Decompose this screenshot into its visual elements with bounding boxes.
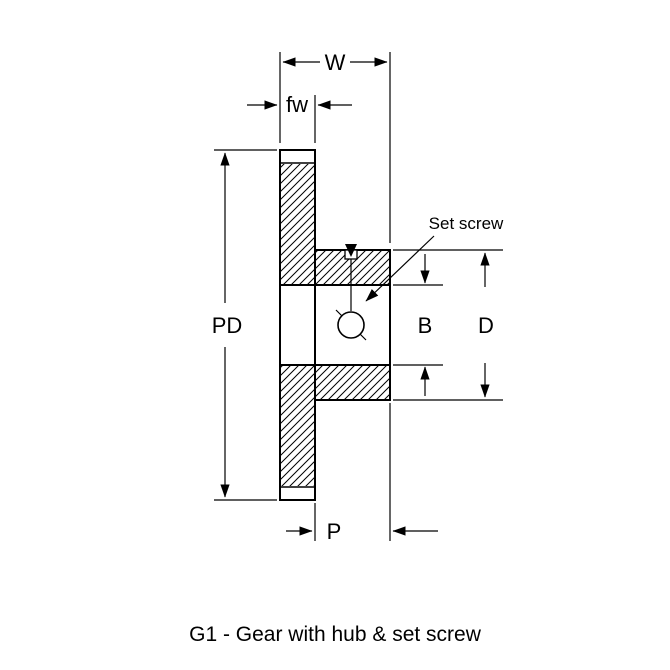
label-set-screw: Set screw bbox=[429, 214, 504, 233]
dimension-bore: B bbox=[393, 254, 443, 396]
gear-cross-section bbox=[279, 149, 391, 501]
thread-marks bbox=[335, 309, 367, 341]
dimension-hub-diameter: D bbox=[393, 249, 503, 401]
gear-hatch-lower bbox=[281, 366, 314, 486]
set-screw-callout: Set screw bbox=[365, 214, 504, 302]
set-screw-marker-icon bbox=[345, 244, 357, 257]
hub-hatch-lower bbox=[316, 366, 389, 399]
set-screw-hole bbox=[337, 311, 365, 339]
dimension-hub-projection: P bbox=[286, 403, 438, 544]
gear-hatch-upper bbox=[281, 164, 314, 284]
leader-line bbox=[365, 235, 435, 302]
label-overall-width: W bbox=[325, 50, 346, 75]
label-hub-projection: P bbox=[327, 519, 342, 544]
dimension-overall-width: W bbox=[279, 50, 391, 243]
dimension-face-width: fw bbox=[247, 92, 352, 143]
diagram-caption: G1 - Gear with hub & set screw bbox=[189, 623, 482, 646]
label-pitch-diameter: PD bbox=[212, 313, 243, 338]
label-face-width: fw bbox=[286, 92, 308, 117]
label-hub-diameter: D bbox=[478, 313, 494, 338]
label-bore-diameter: B bbox=[418, 313, 433, 338]
dimension-pitch-diameter: PD bbox=[212, 149, 277, 501]
